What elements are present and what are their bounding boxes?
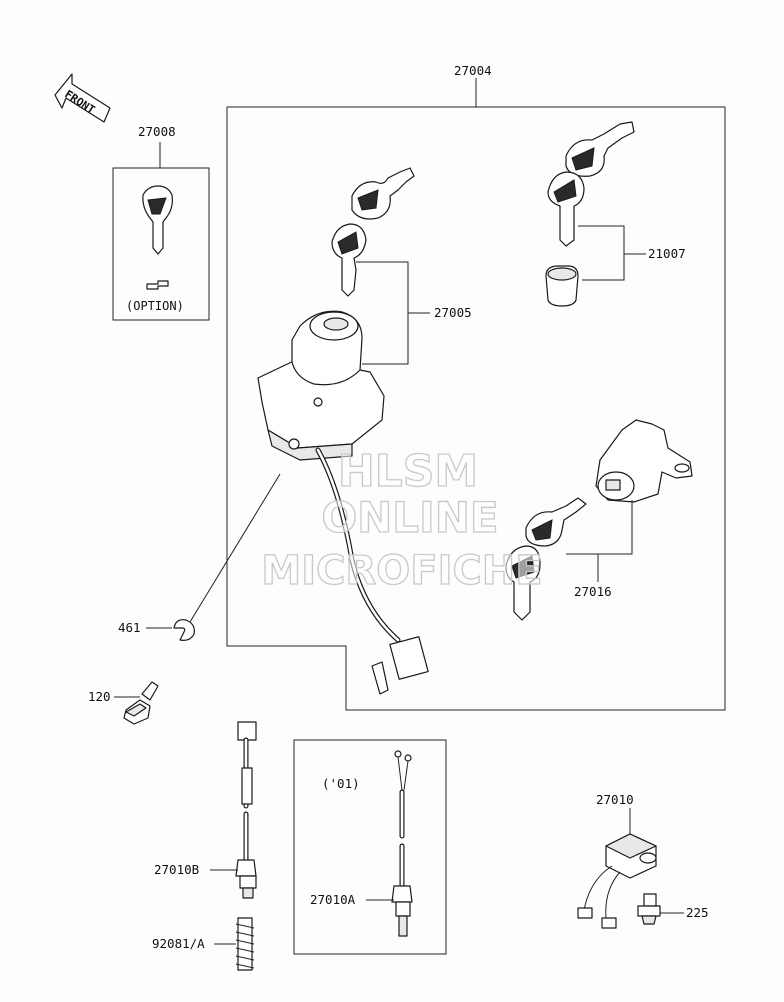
label-21007: 21007: [648, 246, 686, 261]
watermark-line-2: ONLINE: [321, 493, 498, 542]
relay-switch-icon: [577, 833, 657, 929]
label-27005: 27005: [434, 305, 472, 320]
ignition-switch-icon: [257, 310, 385, 461]
cap-key-upper-icon: [565, 121, 635, 177]
leader-461-arrow: [189, 473, 281, 623]
label-year-note: ('01): [322, 776, 360, 791]
bracket-27016: [566, 500, 633, 555]
label-27008: 27008: [138, 124, 176, 139]
label-27004: 27004: [454, 63, 492, 78]
key-blank-icon: [142, 185, 173, 255]
bracket-21007: [578, 225, 625, 281]
label-461: 461: [118, 620, 141, 635]
ignition-harness-icon: [315, 447, 429, 695]
watermark-line-1: HLSM: [338, 446, 478, 497]
seat-lock-icon: [595, 419, 693, 503]
label-225: 225: [686, 905, 709, 920]
switch-a-box: [293, 739, 447, 955]
ignition-key-upper-icon: [351, 167, 415, 220]
label-92081: 92081/A: [152, 936, 205, 951]
label-27010B: 27010B: [154, 862, 199, 877]
cap-lock-cylinder-icon: [545, 265, 579, 307]
watermark-line-3: MICROFICHE: [261, 548, 542, 594]
key-code-tag-icon: [146, 280, 169, 290]
spring-icon: [235, 917, 255, 971]
screw-icon: [123, 681, 159, 725]
bolt-icon: [637, 893, 661, 925]
seat-key-lower-icon: [505, 545, 541, 621]
cap-key-lower-icon: [547, 171, 585, 247]
ignition-key-lower-icon: [331, 223, 367, 297]
label-27016: 27016: [574, 584, 612, 599]
label-120: 120: [88, 689, 111, 704]
switch-b-icon: [235, 721, 257, 899]
key-blank-box: [112, 167, 210, 321]
seat-key-upper-icon: [525, 497, 587, 547]
label-27010A: 27010A: [310, 892, 356, 907]
switch-a-icon: [391, 750, 413, 937]
label-27010: 27010: [596, 792, 634, 807]
bracket-27005: [356, 261, 409, 365]
front-arrow: FRONT: [54, 73, 111, 123]
washer-icon: [173, 619, 195, 641]
label-option: (OPTION): [126, 299, 184, 313]
assembly-frame: [226, 106, 726, 711]
watermark: HLSM ONLINE MICROFICHE: [261, 445, 544, 594]
